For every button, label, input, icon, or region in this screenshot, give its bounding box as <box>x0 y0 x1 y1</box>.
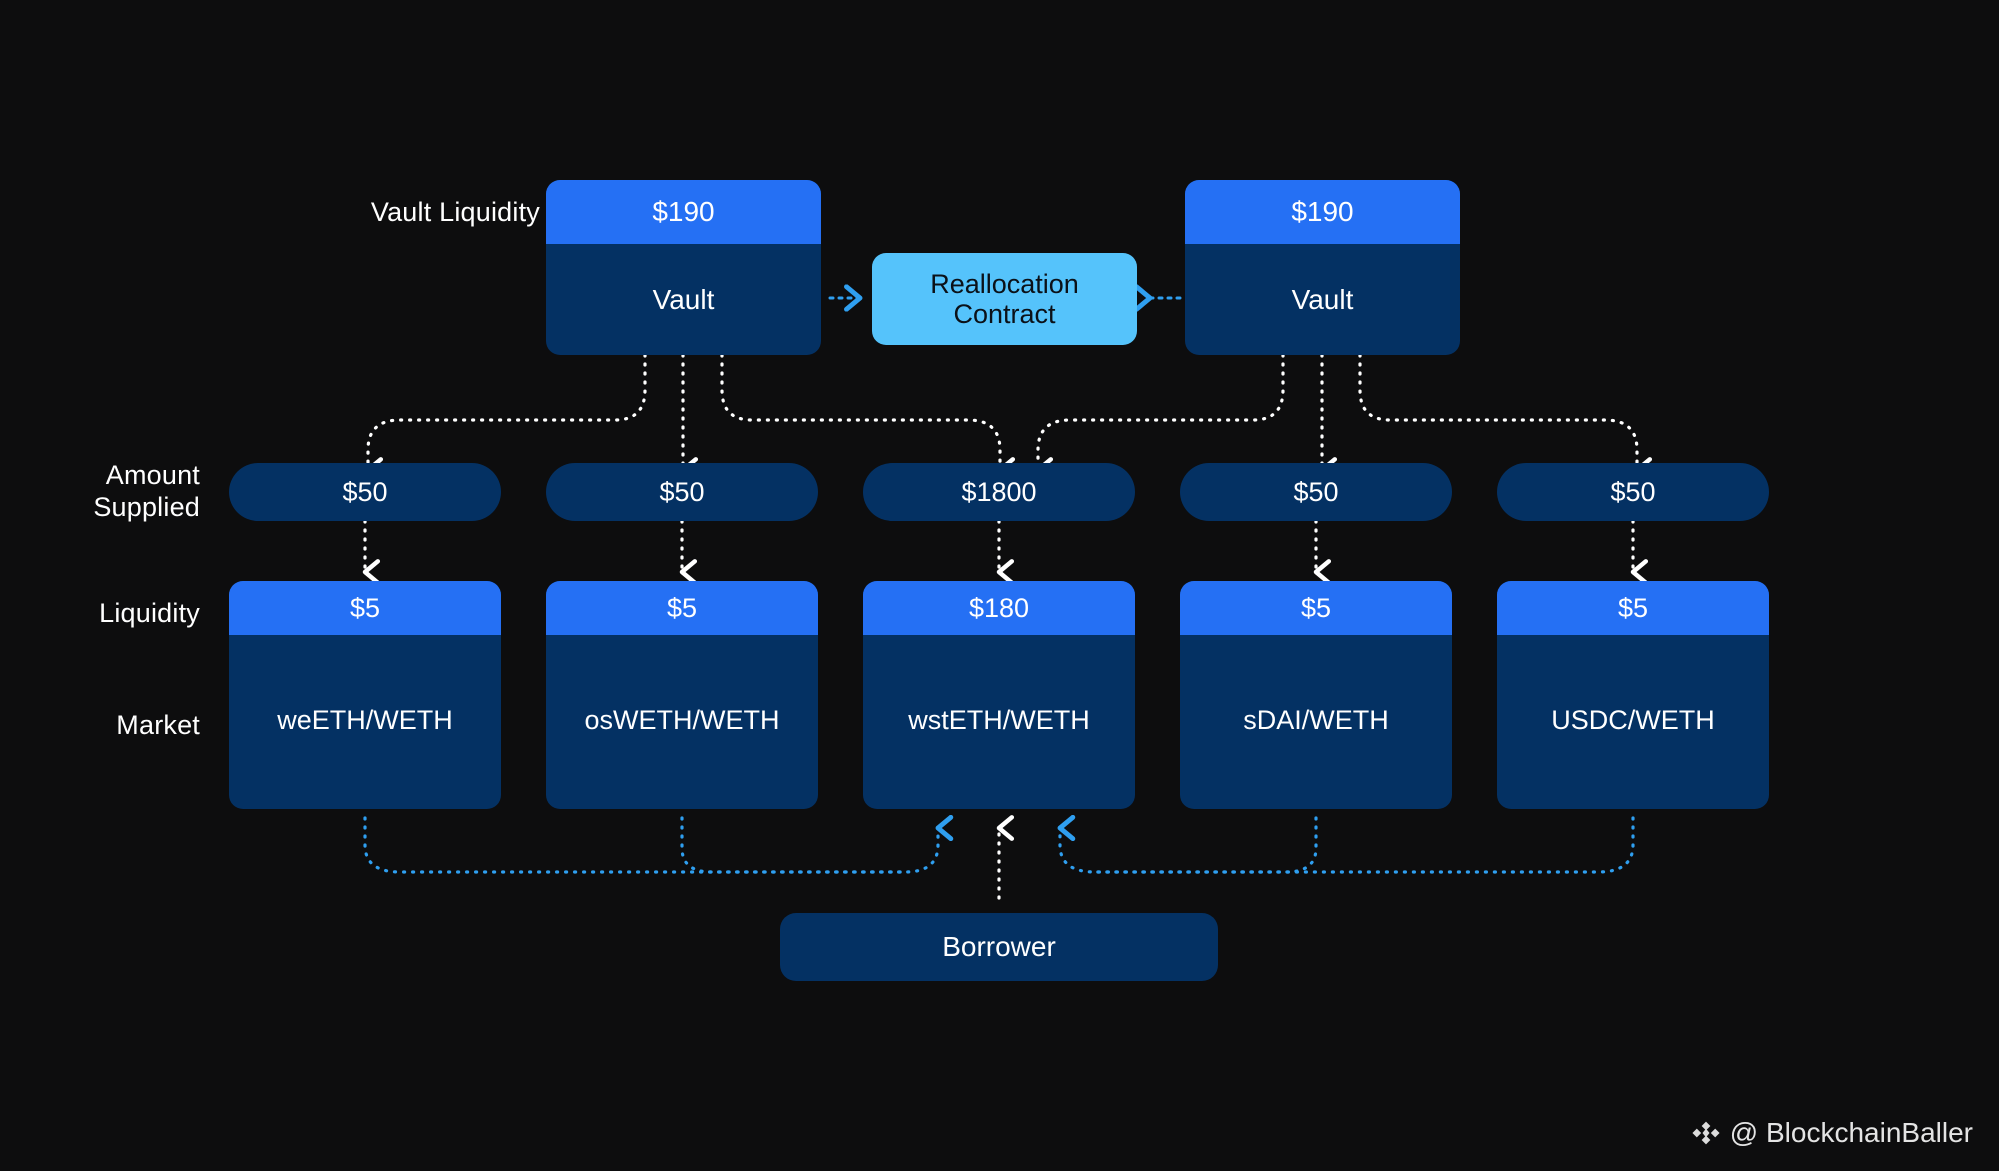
edge-vaultR-to-market5 <box>1358 353 1637 470</box>
edge-market5-to-market3 <box>1060 818 1635 874</box>
edge-vaultL-to-market3 <box>720 353 1000 470</box>
market-card-usdc-weth[interactable]: $5 USDC/WETH <box>1497 581 1769 809</box>
market-5-name: USDC/WETH <box>1551 704 1715 735</box>
amount-supplied-1[interactable]: $50 <box>229 463 501 521</box>
reallocation-contract-label: Reallocation Contract <box>930 268 1079 329</box>
market-1-liquidity-value: $5 <box>229 581 501 635</box>
diamond-cluster-icon <box>1692 1121 1720 1145</box>
edge-market2-to-market3 <box>680 816 907 874</box>
vault-left-liquidity-value: $190 <box>546 180 821 244</box>
row-label-vault-liquidity: Vault Liquidity <box>370 197 540 227</box>
market-card-sdai-weth[interactable]: $5 sDAI/WETH <box>1180 581 1452 809</box>
market-1-name: weETH/WETH <box>277 704 453 735</box>
row-label-liquidity: Liquidity <box>99 598 200 628</box>
market-2-name: osWETH/WETH <box>584 704 780 735</box>
market-card-weeth-weth[interactable]: $5 weETH/WETH <box>229 581 501 809</box>
amount-supplied-2[interactable]: $50 <box>546 463 818 521</box>
vault-card-right[interactable]: $190 Vault <box>1185 180 1460 355</box>
vault-right-liquidity-value: $190 <box>1185 180 1460 244</box>
amount-supplied-4[interactable]: $50 <box>1180 463 1452 521</box>
vault-left-label: Vault <box>652 283 715 315</box>
row-label-market: Market <box>116 710 200 740</box>
borrower-node[interactable]: Borrower <box>780 913 1218 981</box>
reallocation-contract-node[interactable]: Reallocation Contract <box>872 253 1137 345</box>
borrower-label: Borrower <box>942 931 1056 962</box>
market-4-name: sDAI/WETH <box>1243 704 1389 735</box>
vault-right-label: Vault <box>1291 283 1354 315</box>
amount-supplied-3[interactable]: $1800 <box>863 463 1135 521</box>
edge-market1-to-market3 <box>363 818 938 874</box>
edge-vaultR-to-market3 <box>1038 353 1285 470</box>
market-3-liquidity-value: $180 <box>863 581 1135 635</box>
edge-vaultL-to-market1 <box>368 353 647 470</box>
market-2-liquidity-value: $5 <box>546 581 818 635</box>
market-3-name: wstETH/WETH <box>908 704 1090 735</box>
edge-market4-to-market3 <box>1093 816 1318 874</box>
watermark-handle: @ BlockchainBaller <box>1729 1117 1973 1148</box>
market-card-osweth-weth[interactable]: $5 osWETH/WETH <box>546 581 818 809</box>
watermark: @ BlockchainBaller <box>1692 1117 1973 1149</box>
row-label-amount-supplied: Amount Supplied <box>93 460 200 522</box>
market-card-wsteth-weth[interactable]: $180 wstETH/WETH <box>863 581 1135 809</box>
amount-supplied-5[interactable]: $50 <box>1497 463 1769 521</box>
market-5-liquidity-value: $5 <box>1497 581 1769 635</box>
market-4-liquidity-value: $5 <box>1180 581 1452 635</box>
vault-card-left[interactable]: $190 Vault <box>546 180 821 355</box>
